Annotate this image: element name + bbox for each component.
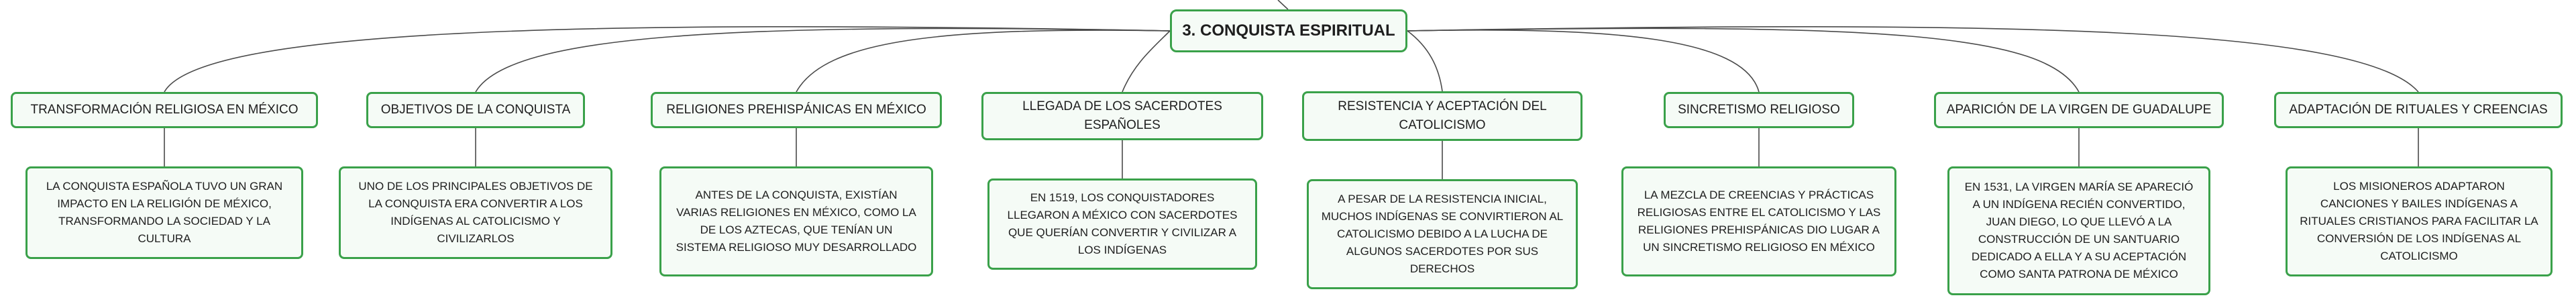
detail-virgen-guadalupe[interactable]: EN 1531, LA VIRGEN MARÍA SE APARECIÓ A U… — [1947, 166, 2210, 295]
connector-root-up — [1277, 0, 1289, 10]
detail-resistencia-aceptacion[interactable]: A PESAR DE LA RESISTENCIA INICIAL, MUCHO… — [1307, 179, 1578, 289]
connector-root-branch — [1407, 28, 2080, 93]
category-objetivos-conquista[interactable]: OBJETIVOS DE LA CONQUISTA — [366, 92, 585, 128]
detail-sincretismo-religioso[interactable]: LA MEZCLA DE CREENCIAS Y PRÁCTICAS RELIG… — [1621, 166, 1896, 276]
detail-objetivos-conquista[interactable]: UNO DE LOS PRINCIPALES OBJETIVOS DE LA C… — [339, 166, 612, 259]
category-religiones-prehispanicas[interactable]: RELIGIONES PREHISPÁNICAS EN MÉXICO — [651, 92, 942, 128]
category-label: OBJETIVOS DE LA CONQUISTA — [380, 103, 571, 117]
category-virgen-guadalupe[interactable]: APARICIÓN DE LA VIRGEN DE GUADALUPE — [1934, 92, 2224, 128]
detail-text: EN 1519, LOS CONQUISTADORES LLEGARON A M… — [1007, 191, 1238, 256]
connector-root-branch — [796, 30, 1171, 93]
root-topic-label: 3. CONQUISTA ESPIRITUAL — [1182, 21, 1395, 40]
connector-root-branch — [1407, 26, 2419, 93]
root-topic[interactable]: 3. CONQUISTA ESPIRITUAL — [1170, 9, 1407, 52]
detail-text: LOS MISIONEROS ADAPTARON CANCIONES Y BAI… — [2300, 180, 2538, 262]
detail-transformacion-religiosa[interactable]: LA CONQUISTA ESPAÑOLA TUVO UN GRAN IMPAC… — [25, 166, 303, 259]
detail-llegada-sacerdotes[interactable]: EN 1519, LOS CONQUISTADORES LLEGARON A M… — [987, 178, 1257, 270]
connector-root-branch — [164, 26, 1171, 93]
category-label: SINCRETISMO RELIGIOSO — [1678, 103, 1840, 117]
category-label: ADAPTACIÓN DE RITUALES Y CREENCIAS — [2289, 103, 2548, 117]
detail-text: ANTES DE LA CONQUISTA, EXISTÍAN VARIAS R… — [676, 189, 917, 254]
detail-text: LA CONQUISTA ESPAÑOLA TUVO UN GRAN IMPAC… — [46, 180, 283, 245]
connector-root-branch — [1407, 30, 1443, 92]
category-transformacion-religiosa[interactable]: TRANSFORMACIÓN RELIGIOSA EN MÉXICO — [11, 92, 318, 128]
category-label: TRANSFORMACIÓN RELIGIOSA EN MÉXICO — [30, 103, 299, 117]
category-sincretismo-religioso[interactable]: SINCRETISMO RELIGIOSO — [1664, 92, 1854, 128]
category-label: RESISTENCIA Y ACEPTACIÓN DEL CATOLICISMO — [1338, 99, 1547, 132]
category-adaptacion-rituales[interactable]: ADAPTACIÓN DE RITUALES Y CREENCIAS — [2274, 92, 2563, 128]
category-llegada-sacerdotes[interactable]: LLEGADA DE LOS SACERDOTES ESPAÑOLES — [981, 92, 1263, 140]
category-label: RELIGIONES PREHISPÁNICAS EN MÉXICO — [666, 103, 926, 117]
detail-text: A PESAR DE LA RESISTENCIA INICIAL, MUCHO… — [1321, 193, 1564, 275]
category-resistencia-aceptacion[interactable]: RESISTENCIA Y ACEPTACIÓN DEL CATOLICISMO — [1302, 91, 1582, 141]
detail-religiones-prehispanicas[interactable]: ANTES DE LA CONQUISTA, EXISTÍAN VARIAS R… — [659, 166, 933, 276]
category-label: LLEGADA DE LOS SACERDOTES ESPAÑOLES — [1022, 99, 1222, 132]
category-label: APARICIÓN DE LA VIRGEN DE GUADALUPE — [1946, 103, 2212, 117]
connector-root-branch — [475, 28, 1171, 93]
connector-root-branch — [1407, 30, 1760, 93]
detail-adaptacion-rituales[interactable]: LOS MISIONEROS ADAPTARON CANCIONES Y BAI… — [2286, 166, 2553, 276]
detail-text: EN 1531, LA VIRGEN MARÍA SE APARECIÓ A U… — [1964, 181, 2194, 280]
connector-root-branch — [1122, 30, 1171, 93]
detail-text: LA MEZCLA DE CREENCIAS Y PRÁCTICAS RELIG… — [1637, 189, 1881, 254]
detail-text: UNO DE LOS PRINCIPALES OBJETIVOS DE LA C… — [358, 180, 593, 245]
